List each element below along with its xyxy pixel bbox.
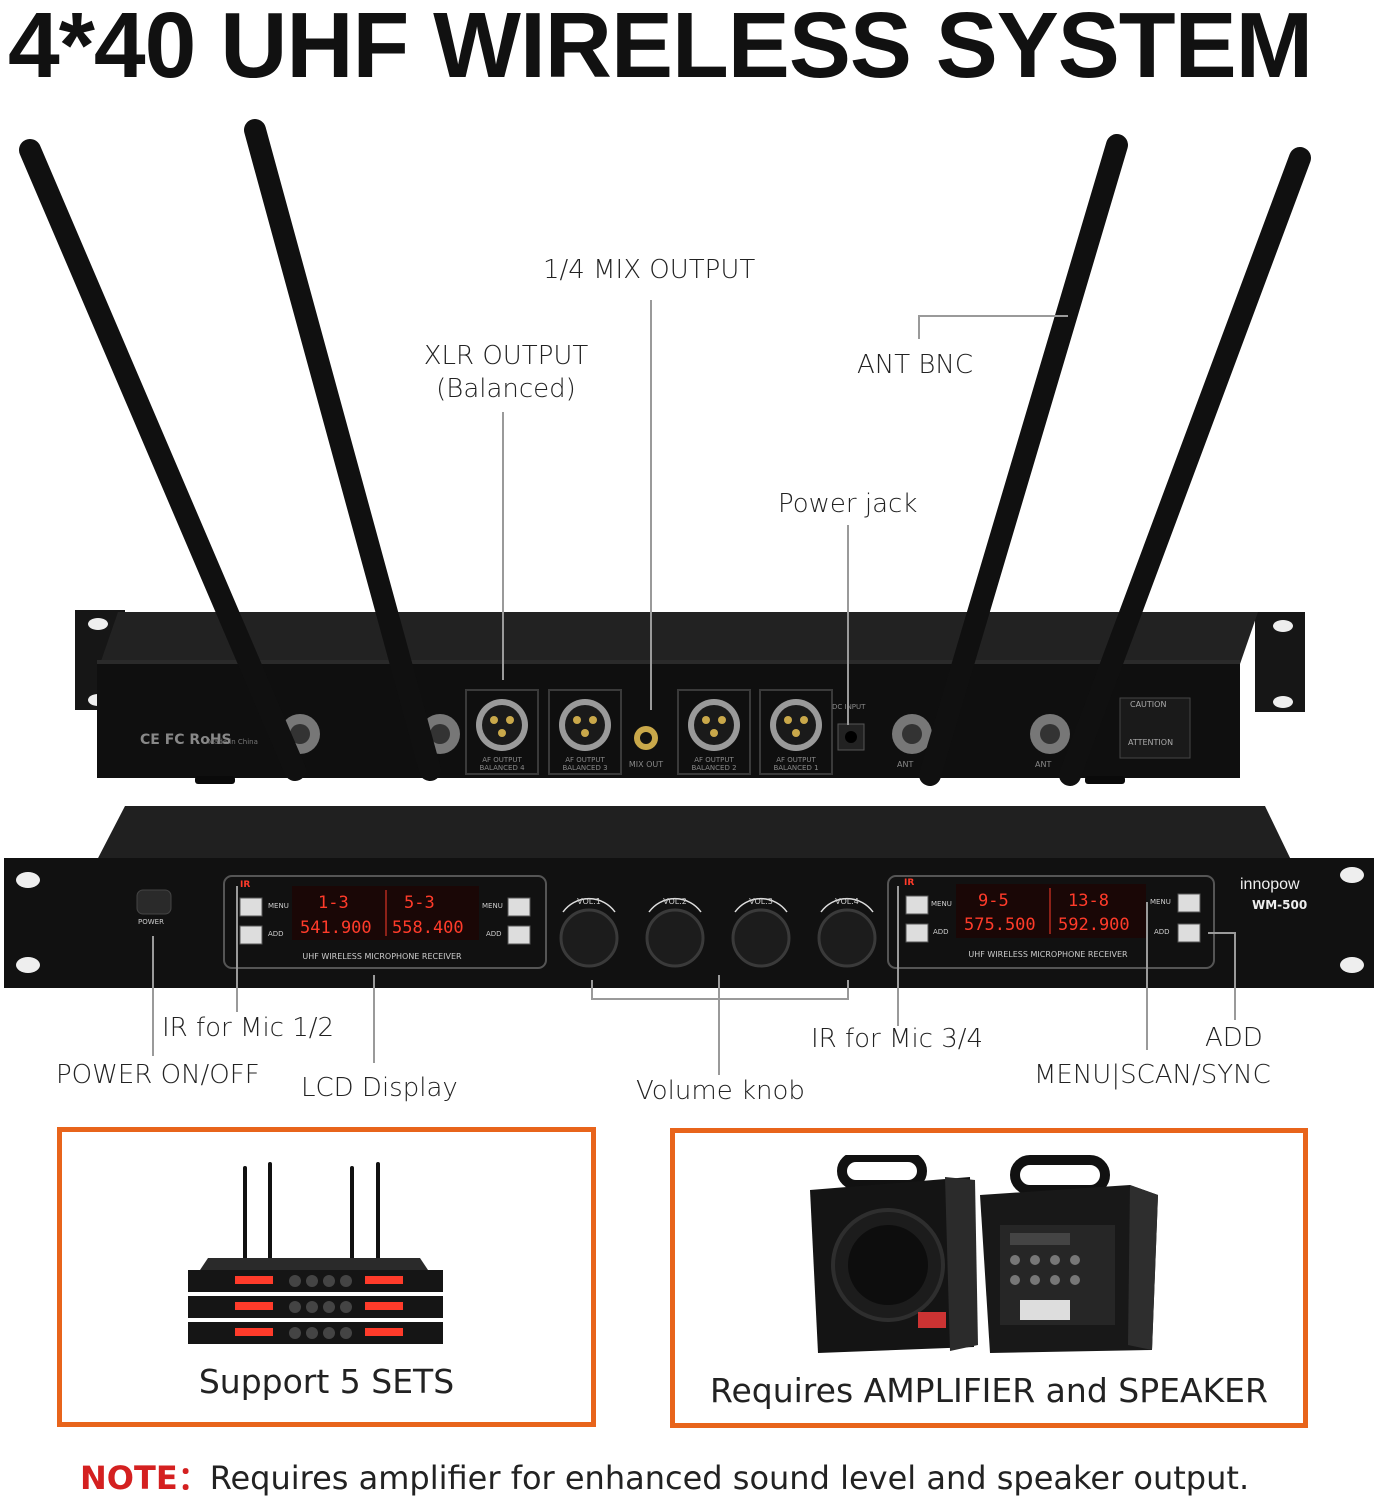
lcd-channel-1: 1-3 (318, 893, 349, 913)
lcd-freq-3: 575.500 (964, 915, 1036, 935)
ant-bnc-callout: ANT BNC (857, 350, 974, 380)
menu-label-1: MENU (268, 902, 289, 910)
page-title: 4*40 UHF WIRELESS SYSTEM (8, 0, 1313, 97)
cert-marks: CE FC RoHS (140, 732, 232, 748)
ir-mic12-callout: IR for Mic 1/2 (162, 1013, 335, 1043)
ir-mic34-callout: IR for Mic 3/4 (811, 1024, 984, 1054)
add-callout: ADD (1205, 1023, 1263, 1053)
add-label-3: ADD (933, 928, 949, 936)
requires-amp-box (670, 1128, 1308, 1428)
ant-label-3: ANT (897, 760, 914, 769)
ir-label-right: IR (904, 878, 915, 888)
menu-scan-leader (1146, 902, 1148, 1050)
lcd-display-leader (373, 975, 375, 1063)
ant-bnc-leader-h (918, 315, 1068, 317)
brand-logo: innopow (1240, 876, 1300, 893)
model-label: WM-500 (1252, 898, 1308, 912)
lcd-freq-4: 592.900 (1058, 915, 1130, 935)
lcd-channel-2: 5-3 (404, 893, 435, 913)
lcd-channel-4: 13-8 (1068, 891, 1109, 911)
vol-label-2: VOL.2 (663, 897, 687, 906)
lcd-freq-1: 541.900 (300, 918, 372, 938)
made-in-label: Made in China (208, 738, 258, 746)
ir-mic12-leader (236, 886, 238, 1012)
add-label-4: ADD (1154, 928, 1170, 936)
vol-label-1: VOL.1 (577, 897, 601, 906)
volume-knob-leader (718, 975, 720, 1075)
menu-label-3: MENU (931, 900, 952, 908)
note-key: NOTE： (80, 1459, 210, 1497)
add-label-1: ADD (268, 930, 284, 938)
vol-label-3: VOL.3 (749, 897, 773, 906)
power-jack-leader (847, 525, 849, 725)
ant-label-4: ANT (1035, 760, 1052, 769)
vol-label-4: VOL.4 (835, 897, 859, 906)
add-label-2: ADD (486, 930, 502, 938)
receiver-label-left: UHF WIRELESS MICROPHONE RECEIVER (302, 952, 462, 961)
menu-label-2: MENU (482, 902, 503, 910)
receiver-label-right: UHF WIRELESS MICROPHONE RECEIVER (968, 950, 1128, 959)
power-onoff-leader (152, 936, 154, 1056)
xlr-output-callout-sub: (Balanced) (436, 374, 576, 404)
caution-label: CAUTION (1130, 700, 1167, 709)
volume-knob-callout: Volume knob (636, 1076, 805, 1106)
add-leader-v (1234, 932, 1236, 1020)
rear-output-1: AF OUTPUT BALANCED 1 (773, 756, 819, 772)
power-button-label: POWER (138, 918, 164, 926)
rear-output-4: AF OUTPUT BALANCED 4 (479, 756, 525, 772)
volume-bracket-right (847, 980, 849, 1000)
ant-bnc-leader-v (918, 315, 920, 339)
add-leader-h (1208, 932, 1236, 934)
volume-bracket-bottom (591, 998, 849, 1000)
xlr-output-leader (502, 412, 504, 680)
ir-mic34-leader (897, 886, 899, 1026)
power-onoff-callout: POWER ON/OFF (56, 1060, 260, 1090)
xlr-output-callout: XLR OUTPUT (423, 341, 589, 371)
rear-output-2: AF OUTPUT BALANCED 2 (691, 756, 737, 772)
power-jack-callout: Power jack (778, 489, 918, 519)
attention-label: ATTENTION (1128, 738, 1174, 747)
mix-output-leader (650, 300, 652, 710)
menu-scan-sync-callout: MENU|SCAN/SYNC (1034, 1060, 1271, 1090)
mix-output-callout: 1/4 MIX OUTPUT (543, 255, 756, 285)
volume-bracket-left (591, 980, 593, 1000)
rear-output-3: AF OUTPUT BALANCED 3 (562, 756, 608, 772)
ir-label-left: IR (240, 880, 251, 890)
rear-mix-out: MIX OUT (628, 760, 664, 769)
stacked-receivers-image (188, 1162, 443, 1344)
lcd-display-callout: LCD Display (301, 1073, 458, 1103)
note-line: NOTE：Requires amplifier for enhanced sou… (80, 1453, 1249, 1499)
support-sets-box (57, 1127, 596, 1427)
lcd-freq-2: 558.400 (392, 918, 464, 938)
lcd-channel-3: 9-5 (978, 891, 1009, 911)
note-text: Requires amplifier for enhanced sound le… (209, 1459, 1250, 1497)
requires-amp-caption: Requires AMPLIFIER and SPEAKER (710, 1371, 1268, 1410)
speakers-image (810, 1155, 1158, 1353)
support-sets-caption: Support 5 SETS (198, 1362, 455, 1401)
menu-label-4: MENU (1150, 898, 1171, 906)
